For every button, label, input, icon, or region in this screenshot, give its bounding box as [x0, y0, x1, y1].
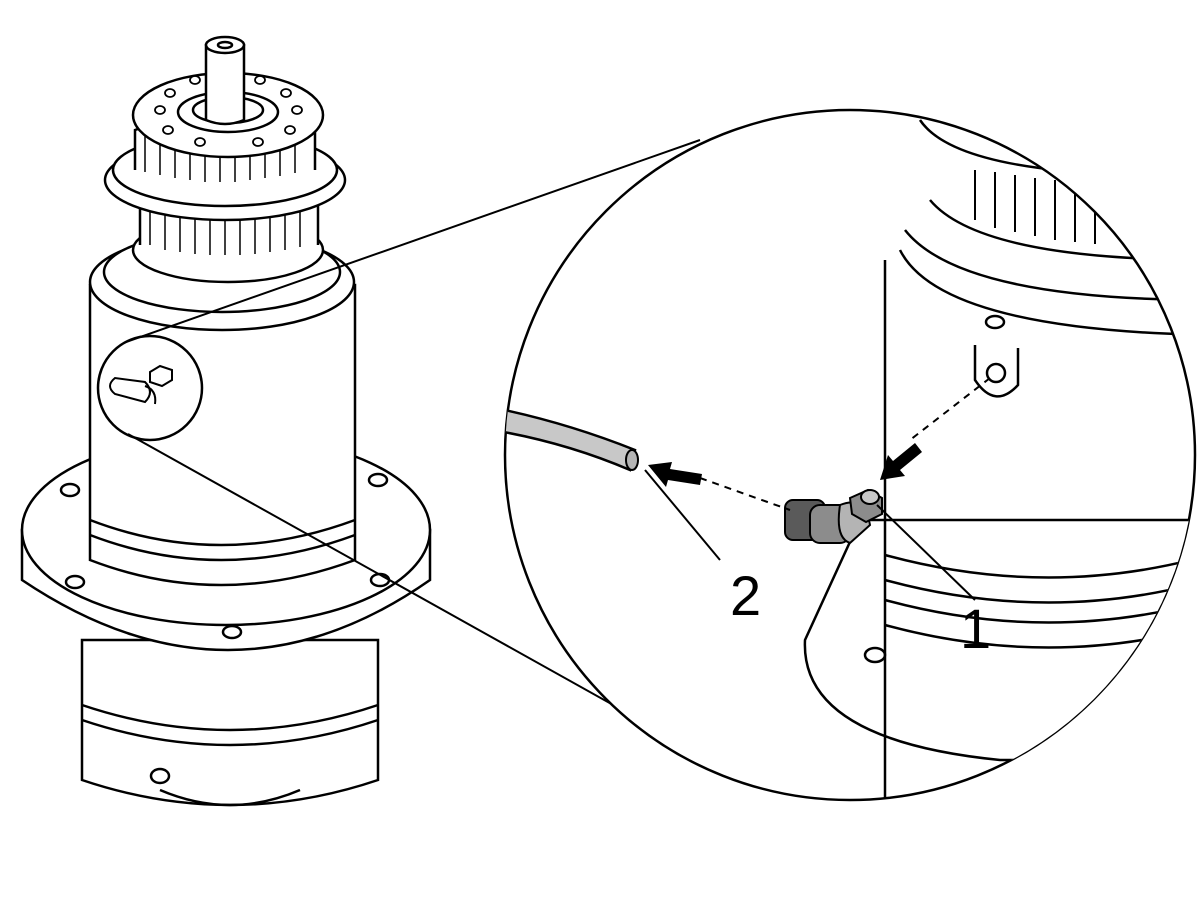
arrow-down-left-icon — [880, 443, 922, 480]
elbow-fitting — [784, 488, 883, 545]
leader-lines — [644, 469, 976, 601]
connection-dashes — [699, 377, 991, 511]
magnification-lines — [125, 139, 701, 721]
detail-circle-small — [96, 334, 204, 442]
callout-2: 2 — [730, 564, 761, 627]
arrow-left-icon — [648, 462, 702, 487]
callout-1: 1 — [960, 597, 991, 660]
detail-circle-large — [503, 108, 1197, 802]
spindle-assembly — [20, 35, 432, 807]
